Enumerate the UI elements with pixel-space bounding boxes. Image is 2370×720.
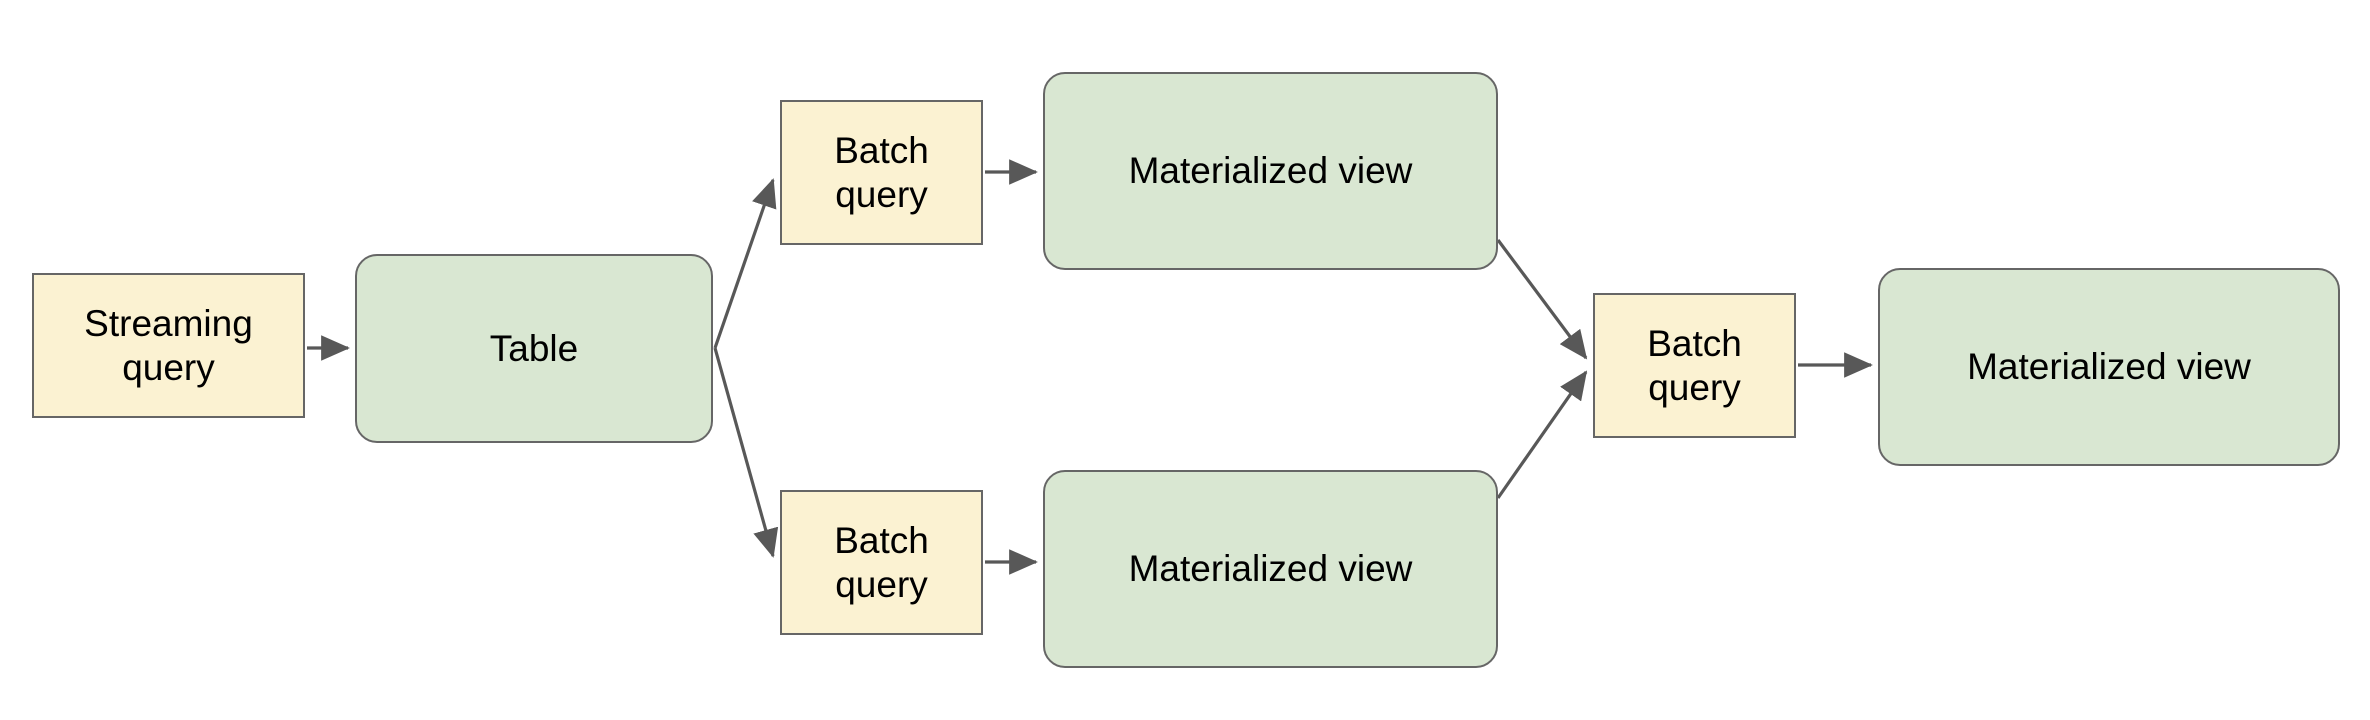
node-materialized-view-bottom[interactable]: Materialized view [1043, 470, 1498, 668]
node-materialized-view-right-label: Materialized view [1967, 346, 2251, 388]
node-materialized-view-bottom-label: Materialized view [1128, 548, 1413, 590]
node-table-label: Table [489, 327, 579, 369]
node-batch-query-bottom-label: Batch query [834, 519, 929, 605]
node-streaming-query-label: Streaming query [84, 302, 253, 388]
node-table[interactable]: Table [355, 254, 713, 443]
node-materialized-view-top-label: Materialized view [1128, 150, 1413, 192]
node-batch-query-top-label: Batch query [834, 129, 929, 215]
node-materialized-view-top[interactable]: Materialized view [1043, 72, 1498, 270]
edge-mv-top-to-batch-merge [1496, 239, 1588, 360]
edge-table-to-batch-bottom [713, 347, 779, 558]
node-streaming-query[interactable]: Streaming query [32, 273, 305, 418]
node-batch-query-bottom[interactable]: Batch query [780, 490, 983, 635]
edge-table-to-batch-top [713, 178, 777, 349]
edge-mv-bottom-to-batch-merge [1496, 370, 1588, 499]
node-batch-query-merge-label: Batch query [1647, 322, 1742, 408]
node-batch-query-merge[interactable]: Batch query [1593, 293, 1796, 438]
node-batch-query-top[interactable]: Batch query [780, 100, 983, 245]
node-materialized-view-right[interactable]: Materialized view [1878, 268, 2340, 466]
